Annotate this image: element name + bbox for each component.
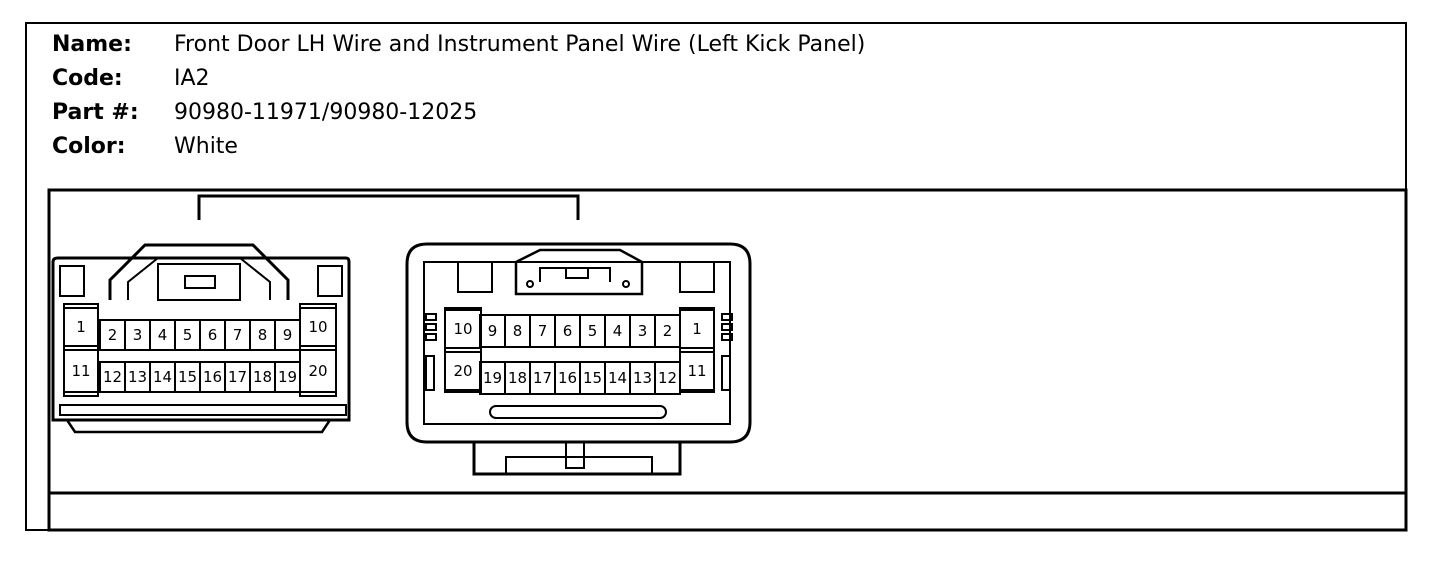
pin-number: 5: [183, 326, 193, 344]
pin-cavity: [679, 309, 715, 349]
right-connector-base-step: [505, 456, 653, 474]
pin-number: 16: [203, 368, 222, 386]
pin-number: 1: [76, 318, 86, 336]
right-connector-base-tab: [565, 441, 585, 469]
pin-number: 14: [153, 368, 172, 386]
right-connector-rib: [425, 323, 437, 331]
right-connector-inner: [423, 261, 731, 425]
part-label: Part #:: [52, 100, 139, 125]
right-connector-rib: [721, 333, 733, 341]
right-connector-rib: [425, 313, 437, 321]
pin-number: 13: [128, 368, 147, 386]
pin-number: 2: [663, 322, 673, 340]
part-value: 90980-11971/90980-12025: [174, 100, 478, 125]
pin-number: 12: [658, 369, 677, 387]
right-connector-latch-inner: [539, 267, 611, 282]
pin-number: 7: [233, 326, 243, 344]
right-connector-cavity-right: [679, 307, 715, 393]
pin-number: 18: [253, 368, 272, 386]
pin-number: 10: [453, 320, 472, 338]
pin-number: 2: [108, 326, 118, 344]
pin-number: 20: [453, 362, 472, 380]
right-connector-latch-hole-left: [526, 280, 534, 288]
pin-number: 20: [308, 362, 327, 380]
left-connector-latch-window: [157, 263, 241, 301]
right-connector-latch-hole-right: [622, 280, 630, 288]
left-connector-base: [64, 418, 333, 434]
pin-cavity: [679, 351, 715, 391]
connector-pair-bracket: [197, 194, 580, 220]
pin-number: 18: [508, 369, 527, 387]
right-connector-rib: [425, 333, 437, 341]
pin-number: 12: [103, 368, 122, 386]
right-connector-rib: [721, 355, 731, 391]
pin-number: 3: [638, 322, 648, 340]
pin-number: 17: [533, 369, 552, 387]
name-label: Name:: [52, 32, 132, 57]
right-connector-rib: [721, 313, 733, 321]
pin-number: 13: [633, 369, 652, 387]
pin-number: 1: [692, 320, 702, 338]
right-connector-rib: [425, 355, 435, 391]
pin-number: 17: [228, 368, 247, 386]
left-connector-lug-right: [317, 265, 343, 297]
right-connector-latch: [514, 248, 644, 296]
pin-number: 11: [687, 362, 706, 380]
pin-number: 4: [613, 322, 623, 340]
pin-number: 8: [258, 326, 268, 344]
diagram-box: [47, 188, 1408, 532]
code-label: Code:: [52, 66, 123, 91]
pin-cavity: [63, 349, 99, 393]
pin-number: 6: [208, 326, 218, 344]
pin-number: 9: [488, 322, 498, 340]
pin-cavity: [63, 307, 99, 347]
right-connector-lug-right: [679, 261, 715, 293]
pin-number: 7: [538, 322, 548, 340]
right-connector-rib: [721, 323, 733, 331]
left-connector-lower-rail: [59, 404, 347, 416]
right-connector-body: [405, 242, 752, 444]
right-connector-cavity-left: [444, 307, 482, 393]
right-connector-base: [472, 442, 682, 476]
left-connector-latch-outer: [108, 243, 290, 300]
pin-number: 15: [178, 368, 197, 386]
pin-number: 10: [308, 318, 327, 336]
pin-cavity: [299, 349, 337, 393]
color-value: White: [174, 134, 238, 159]
left-connector-latch-tab: [184, 275, 216, 289]
left-connector-body: [51, 256, 351, 422]
pin-number: 19: [483, 369, 502, 387]
pin-number: 3: [133, 326, 143, 344]
pin-number: 15: [583, 369, 602, 387]
pin-number: 4: [158, 326, 168, 344]
pin-number: 19: [278, 368, 297, 386]
pin-number: 9: [283, 326, 293, 344]
color-label: Color:: [52, 134, 126, 159]
pin-cavity: [299, 307, 337, 347]
right-connector-latch-tab: [565, 267, 589, 279]
pin-number: 8: [513, 322, 523, 340]
code-value: IA2: [174, 66, 210, 91]
pin-number: 6: [563, 322, 573, 340]
right-connector-lug-left: [457, 261, 493, 293]
right-connector-key-slot: [489, 405, 667, 419]
pin-number: 5: [588, 322, 598, 340]
name-value: Front Door LH Wire and Instrument Panel …: [174, 32, 866, 57]
pin-number: 16: [558, 369, 577, 387]
pin-number: 11: [71, 362, 90, 380]
pin-number: 14: [608, 369, 627, 387]
left-connector-lug-left: [59, 265, 85, 297]
left-connector-latch-inner: [127, 257, 271, 300]
